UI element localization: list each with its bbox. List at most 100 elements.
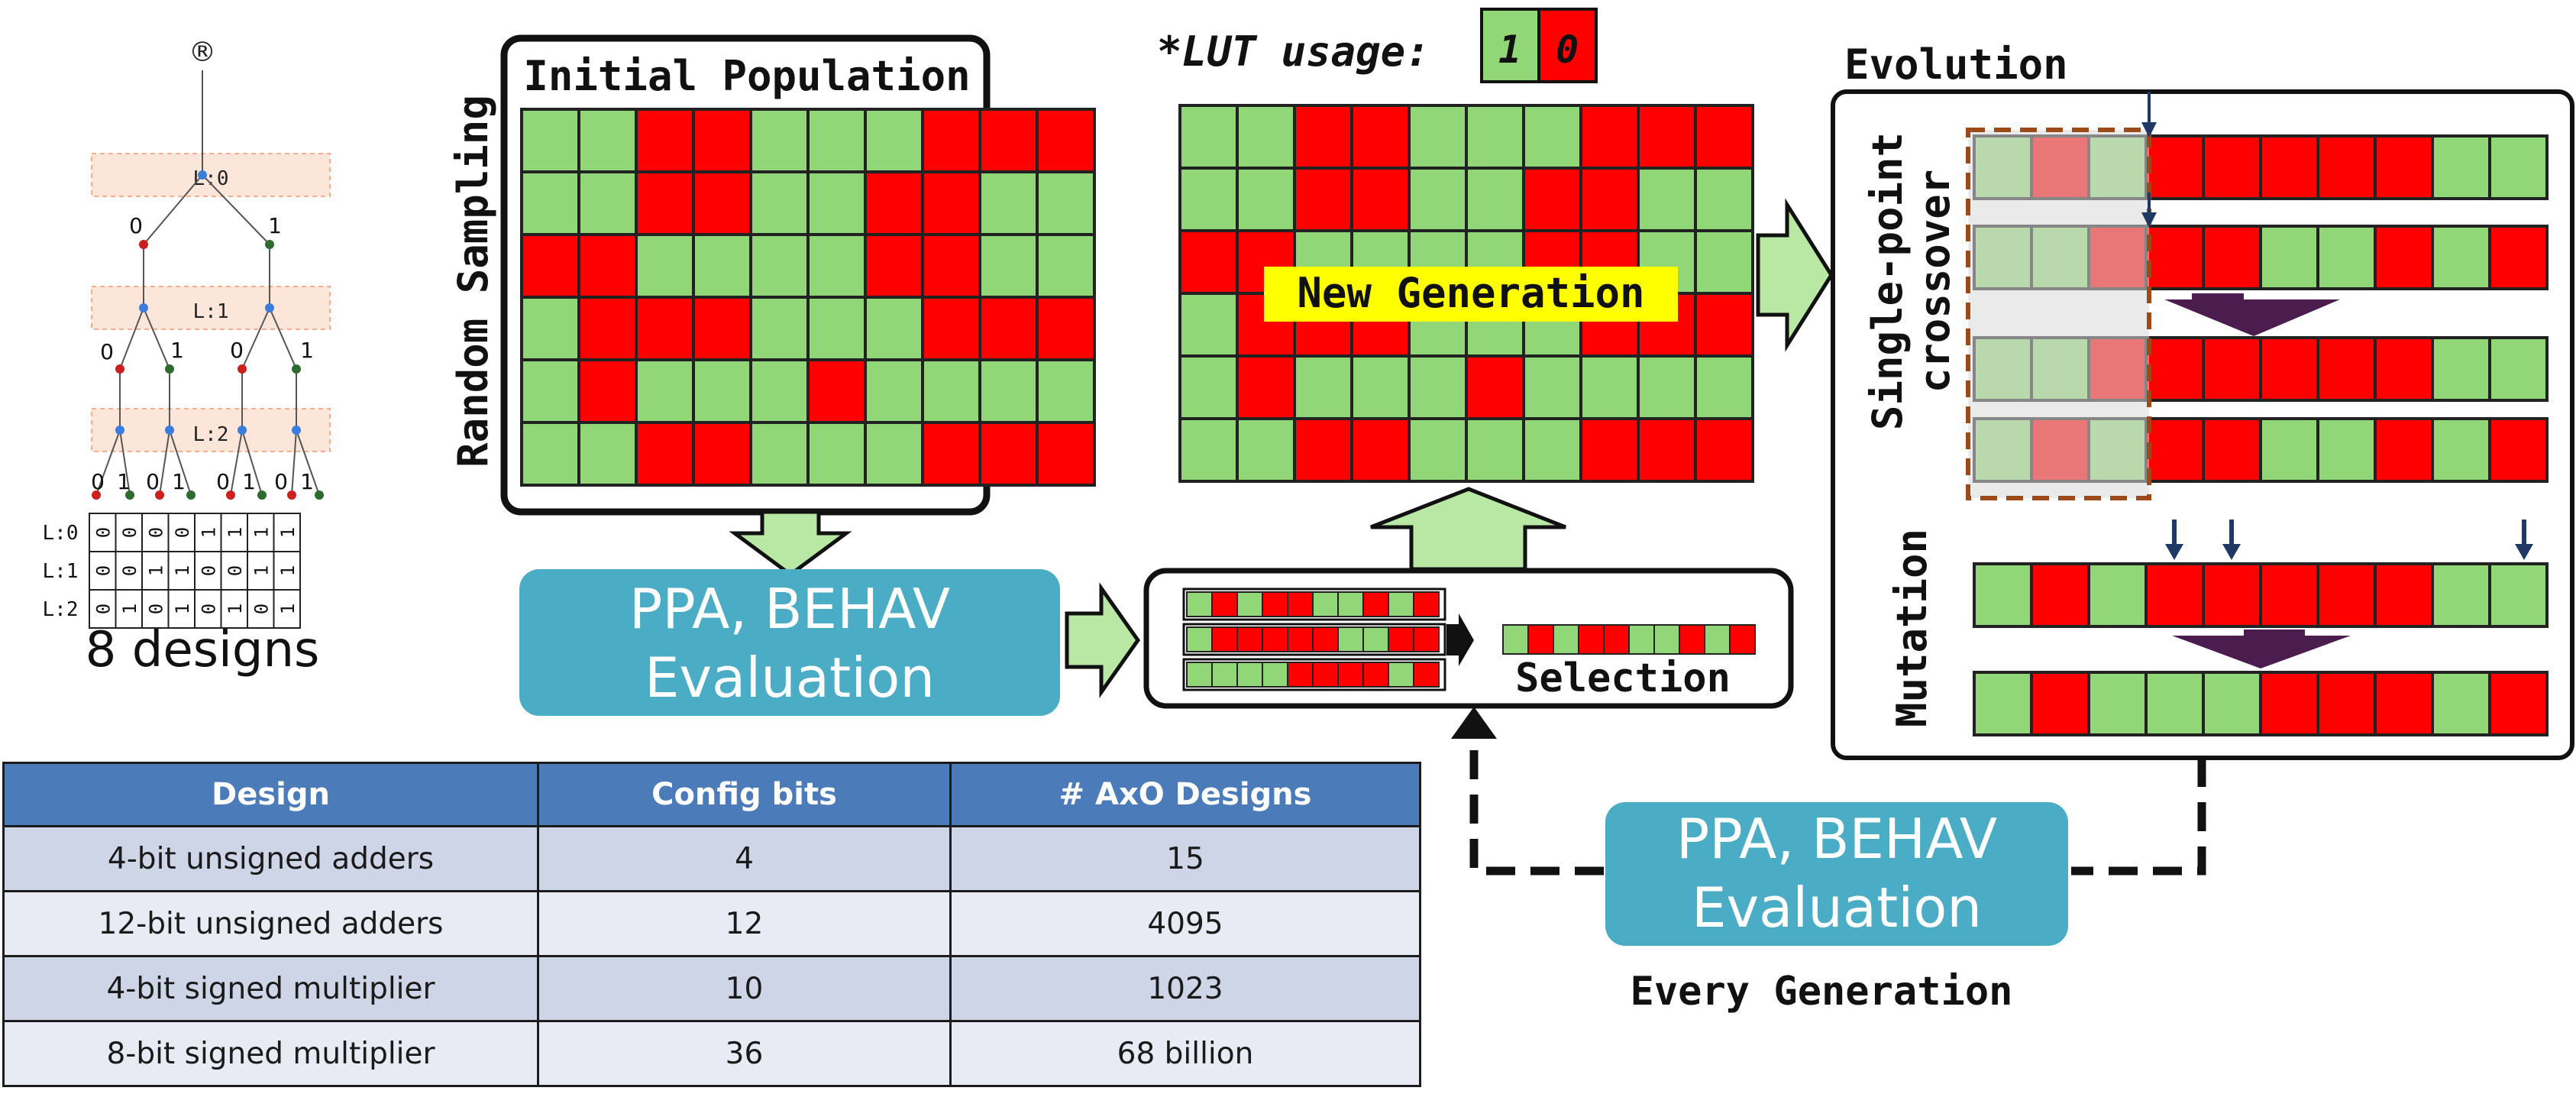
lut-cell	[2316, 562, 2377, 628]
lut-usage-label: *LUT usage:	[1157, 28, 1430, 76]
lut-cell	[1178, 104, 1239, 170]
lut-cell	[1465, 167, 1525, 232]
level-band	[91, 153, 331, 197]
config-bit: 1	[225, 527, 246, 538]
lut-cell	[1186, 662, 1213, 688]
crossover-region	[1966, 128, 2151, 500]
mutation-marker	[2222, 520, 2241, 560]
lut-cell	[749, 233, 810, 299]
evaluation-box-1	[519, 569, 1060, 716]
selection-label: Selection	[1515, 655, 1731, 701]
config-cell	[273, 589, 301, 629]
down-arrow	[729, 510, 852, 578]
config-cell	[194, 589, 222, 629]
tree-edge	[169, 429, 192, 496]
config-bit: 0	[119, 527, 141, 538]
lut-cell	[577, 233, 638, 299]
level-label: L:1	[193, 300, 229, 323]
config-bit: 0	[198, 604, 219, 614]
lut-cell	[635, 421, 695, 487]
lut-cell	[2202, 225, 2262, 290]
lut-cell	[1413, 626, 1440, 652]
config-row-label: L:0	[43, 522, 79, 545]
mutation-merge-arrow	[2172, 630, 2351, 668]
config-cell	[194, 513, 222, 552]
tree-node	[115, 364, 124, 374]
lut-cell	[1036, 296, 1096, 361]
lut-cell	[1628, 624, 1655, 655]
lut-cell	[2488, 225, 2549, 290]
feedback-arrowhead	[1451, 707, 1497, 739]
table-header-config-bits: Config bits	[537, 762, 952, 827]
lut-used-swatch	[1480, 8, 1540, 83]
lut-cell	[1502, 624, 1529, 655]
lut-cell	[1388, 591, 1414, 617]
lut-cell	[1287, 626, 1314, 652]
tree-node	[198, 170, 207, 180]
lut-cell	[1637, 104, 1697, 170]
evaluation-2-line1: PPA, BEHAV	[1676, 807, 1997, 871]
lut-cell	[2259, 562, 2319, 628]
lut-cell	[1973, 671, 2033, 736]
lut-cell	[1178, 292, 1239, 358]
lut-cell	[978, 233, 1039, 299]
config-bit: 0	[92, 527, 114, 538]
tree-node	[292, 426, 301, 435]
config-bit: 0	[92, 565, 114, 576]
lut-cell	[692, 421, 752, 487]
lut-cell	[1362, 626, 1389, 652]
tree-node	[292, 364, 301, 374]
lut-cell	[1236, 662, 1263, 688]
lut-cell	[1178, 354, 1239, 420]
config-bit: 1	[250, 565, 272, 576]
lut-cell	[2316, 336, 2377, 402]
lut-cell	[2145, 134, 2205, 200]
table-cell-axo-designs: 4095	[949, 890, 1421, 957]
lut-cell	[1262, 626, 1288, 652]
random-sampling-label: Random Sampling	[449, 95, 497, 468]
lut-cell	[1362, 662, 1389, 688]
lut-cell	[1186, 626, 1213, 652]
lut-unused-value: 0	[1556, 28, 1579, 72]
lut-cell	[1465, 417, 1525, 483]
lut-cell	[864, 108, 924, 173]
chromosome-frame	[1182, 587, 1446, 621]
axo-design-table: Design Config bits # AxO Designs 4-bit u…	[2, 762, 1421, 1087]
lut-cell	[2202, 134, 2262, 200]
lut-cell	[1579, 417, 1640, 483]
lut-cell	[2431, 562, 2491, 628]
lut-cell	[2374, 225, 2434, 290]
lut-cell	[1694, 229, 1754, 295]
lut-cell	[1178, 229, 1239, 295]
tree-node	[115, 426, 124, 435]
lut-cell	[2030, 562, 2090, 628]
lut-cell	[635, 170, 695, 236]
config-cell	[141, 513, 170, 552]
config-bit: 1	[225, 604, 246, 614]
config-bit: 1	[277, 565, 299, 576]
lut-cell	[1579, 167, 1640, 232]
lut-cell	[806, 233, 867, 299]
tree-edge	[159, 429, 170, 496]
table-cell-design: 8-bit signed multiplier	[2, 1020, 539, 1087]
lut-cell	[2259, 134, 2319, 200]
lut-cell	[1637, 167, 1697, 232]
lut-cell	[2431, 671, 2491, 736]
lut-cell	[2488, 336, 2549, 402]
initial-population-title: Initial Population	[523, 52, 970, 100]
crossover-label-line2: crossover	[1911, 170, 1959, 393]
config-bit: 1	[277, 604, 299, 614]
table-cell-axo-designs: 1023	[949, 955, 1421, 1022]
crossover-point-marker	[2141, 92, 2157, 228]
table-cell-design: 4-bit signed multiplier	[2, 955, 539, 1022]
lut-cell	[2202, 336, 2262, 402]
config-bit: 1	[172, 604, 193, 614]
lut-cell	[2202, 671, 2262, 736]
right-arrow-to-selection	[1065, 582, 1141, 698]
lut-cell	[2145, 417, 2205, 483]
crossover-shade	[1968, 130, 2149, 498]
lut-cell	[1036, 421, 1096, 487]
lut-cell	[1694, 354, 1754, 420]
lut-cell	[1287, 591, 1314, 617]
